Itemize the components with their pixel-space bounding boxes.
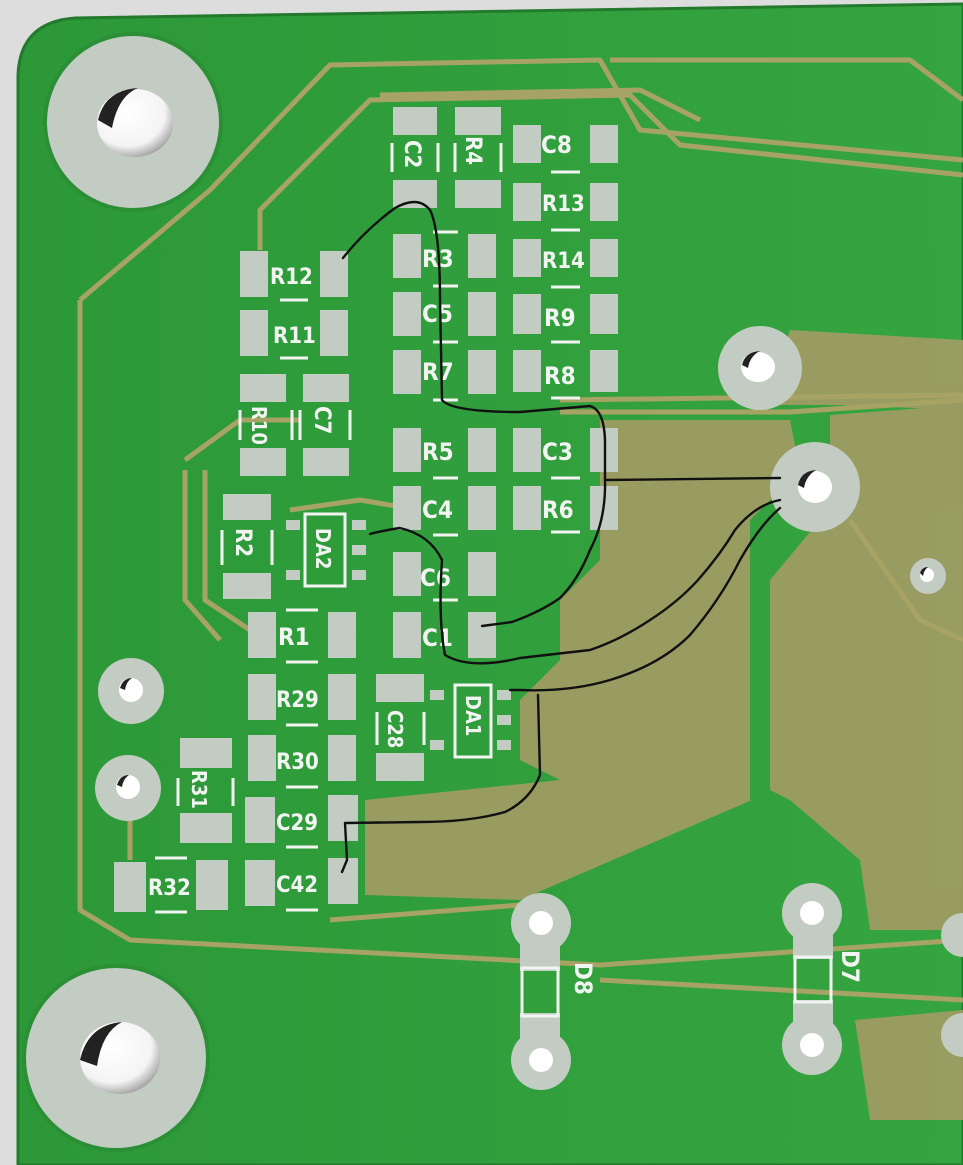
label-r30: R30 (276, 750, 319, 775)
label-c1: C1 (422, 624, 453, 652)
label-r6: R6 (542, 496, 574, 524)
label-r5: R5 (422, 438, 454, 466)
label-c42: C42 (276, 873, 318, 898)
label-r8: R8 (544, 362, 576, 390)
mounting-hole-top-left (43, 32, 223, 212)
label-r31: R31 (187, 770, 211, 809)
label-c7: C7 (309, 406, 334, 434)
label-r13: R13 (542, 192, 585, 217)
label-c8: C8 (541, 131, 572, 159)
label-c2: C2 (399, 140, 424, 168)
smd-pads (114, 107, 833, 1041)
label-da1: DA1 (461, 695, 485, 736)
silkscreen-labels: C2 R4 C8 R13 R14 R9 R8 C3 R6 R3 C5 R7 R5… (148, 131, 864, 995)
label-r11: R11 (273, 324, 316, 349)
copper-pour (365, 330, 963, 1120)
label-c3: C3 (542, 438, 573, 466)
label-c5: C5 (422, 300, 453, 328)
vias (95, 326, 963, 1090)
label-c4: C4 (422, 496, 453, 524)
label-r10: R10 (247, 406, 271, 445)
label-r2: R2 (230, 528, 255, 557)
silkscreen-outlines (155, 143, 833, 1018)
mounting-hole-bottom-left (22, 964, 210, 1152)
label-d8: D8 (569, 962, 597, 995)
label-da2: DA2 (311, 528, 335, 569)
label-c28: C28 (383, 710, 407, 748)
label-r9: R9 (544, 304, 576, 332)
label-c29: C29 (276, 811, 318, 836)
label-r12: R12 (270, 265, 313, 290)
label-r1: R1 (278, 623, 310, 651)
hand-drawn-annotations (340, 200, 782, 874)
label-c6: C6 (420, 564, 451, 592)
label-r7: R7 (422, 358, 454, 386)
label-r29: R29 (276, 688, 319, 713)
label-r32: R32 (148, 876, 191, 901)
label-d7: D7 (836, 950, 864, 983)
label-r14: R14 (542, 249, 585, 274)
label-r4: R4 (460, 136, 485, 165)
